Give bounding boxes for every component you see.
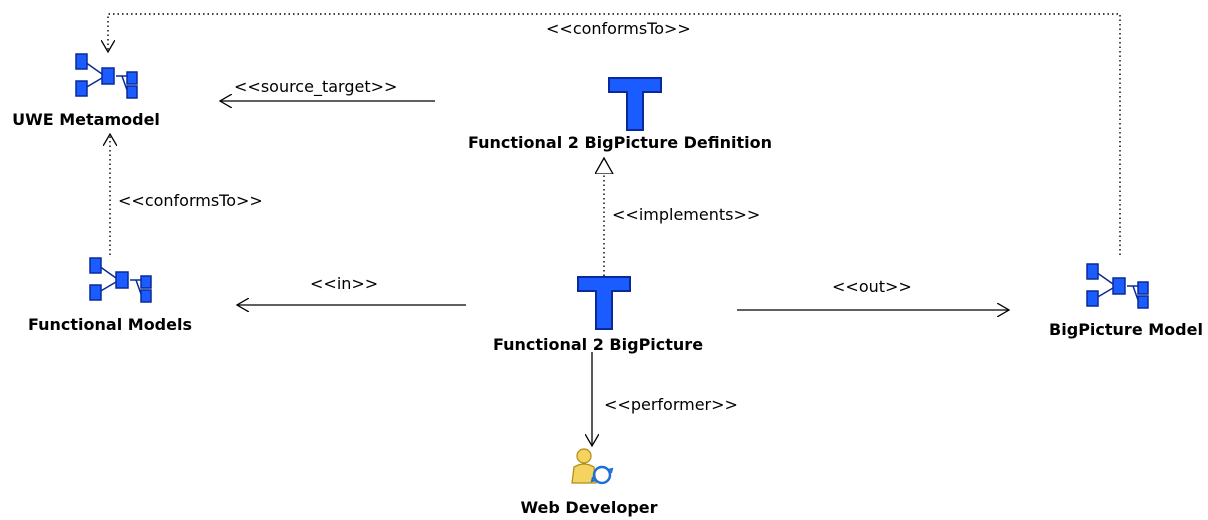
node-label-uwe-metamodel: UWE Metamodel [12,110,160,129]
edge-label-conformsto-top: <<conformsTo>> [546,19,691,38]
edge-label-implements: <<implements>> [612,205,761,224]
transformation-icon[interactable] [576,275,632,331]
metamodel-icon[interactable] [72,52,142,100]
edge-label-performer: <<performer>> [604,395,738,414]
node-label-f2bp: Functional 2 BigPicture [492,335,704,354]
edge-label-in: <<in>> [310,274,379,293]
node-label-bigpicture-model: BigPicture Model [1049,320,1203,339]
edge-conformsto-top [108,13,1121,255]
node-label-functional-models: Functional Models [28,315,192,334]
edge-label-conformsto-left: <<conformsTo>> [118,191,263,210]
edge-label-out: <<out>> [832,277,912,296]
performer-icon[interactable] [566,447,618,487]
node-label-f2bp-definition: Functional 2 BigPicture Definition [467,133,773,152]
node-label-web-developer: Web Developer [520,498,658,517]
metamodel-icon[interactable] [1083,262,1153,310]
transformation-icon[interactable] [607,76,663,132]
metamodel-icon[interactable] [86,256,156,304]
edge-label-source-target: <<source_target>> [234,77,398,96]
